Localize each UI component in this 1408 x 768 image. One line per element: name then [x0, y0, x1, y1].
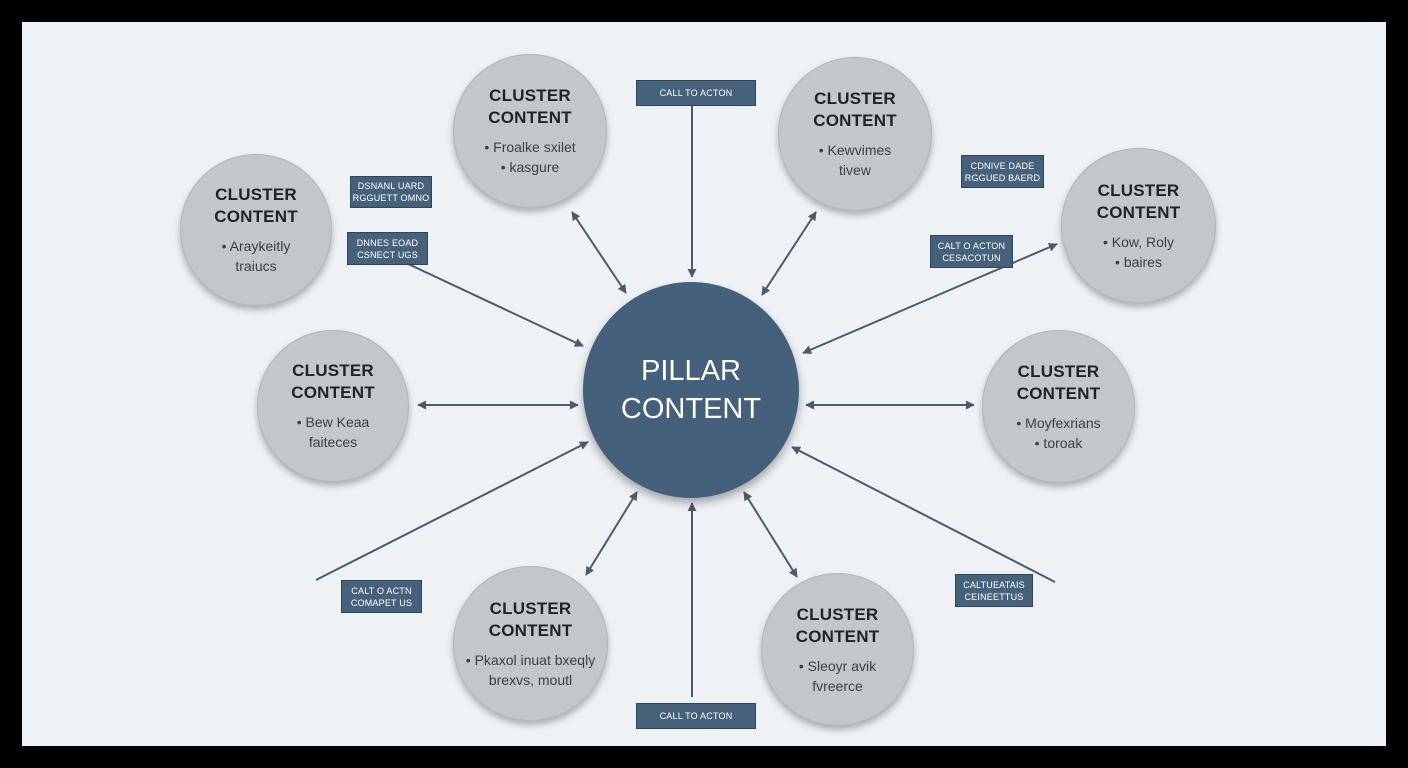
cluster-title: CLUSTER — [215, 185, 297, 204]
cluster-title: CONTENT — [488, 620, 573, 640]
cta-tag-text: CESACOTUN — [942, 252, 1001, 263]
cta-tag-text: CEINEETTUS — [964, 591, 1024, 602]
cta-tag-text: CSNECT UGS — [357, 249, 418, 260]
arrow-upper-right — [802, 243, 1058, 354]
cta-tag-text: CALL TO ACTON — [659, 88, 733, 98]
cluster-node-upper-left: CLUSTER CONTENT • Araykeitly traiucs — [180, 154, 332, 306]
cta-tag-upper-right-2: CALT O ACTON CESACOTUN — [930, 235, 1013, 268]
cta-tag-upper-right-1: CDNIVE DADE RGGUED BAERD — [961, 155, 1044, 188]
cluster-bullet: brexvs, moutl — [488, 671, 573, 688]
cluster-title: CONTENT — [214, 207, 298, 226]
cta-tag-text: CDNIVE DADE — [970, 160, 1035, 171]
cta-tag-lower-left: CALT O ACTN COMAPET US — [341, 580, 422, 613]
cluster-title: CLUSTER — [796, 604, 879, 624]
arrow-upper-left — [403, 261, 584, 347]
cluster-title: CLUSTER — [1017, 361, 1100, 381]
cta-tag-text: DSNANL UARD — [357, 181, 425, 191]
cluster-bullet: • kasgure — [500, 159, 560, 175]
cluster-bullet: • toroak — [1034, 434, 1083, 451]
cluster-title: CONTENT — [1016, 383, 1101, 403]
cluster-title: CLUSTER — [292, 361, 374, 380]
cluster-title: CLUSTER — [814, 89, 896, 108]
pillar-content-node: PILLAR CONTENT — [583, 282, 799, 498]
cta-tag-text: CALT O ACTON — [937, 240, 1006, 251]
cluster-title: CONTENT — [813, 111, 897, 130]
arrow-bottom-right — [743, 491, 798, 578]
cluster-title: CLUSTER — [489, 598, 572, 618]
cluster-bullet: fvreerce — [812, 677, 863, 694]
cta-tag-top: CALL TO ACTON — [636, 80, 756, 106]
cluster-bullet: • Kewvimes — [818, 142, 892, 158]
cluster-bullet: • Pkaxol inuat bxeqly — [465, 651, 596, 668]
arrow-lower-right — [791, 446, 1056, 583]
cta-tag-lower-right: CALTUEATAIS CEINEETTUS — [955, 574, 1033, 607]
arrow-bottom-left — [585, 491, 638, 576]
cluster-title: CLUSTER — [489, 86, 571, 105]
cluster-bullet: • Moyfexrians — [1016, 414, 1101, 431]
cluster-node-top-right: CLUSTER CONTENT • Kewvimes tivew — [778, 57, 932, 211]
cluster-bullet: • Kow, Roly — [1102, 233, 1175, 250]
cluster-bullet: • Bew Keaa — [296, 414, 370, 430]
cta-tag-upper-left-2: DNNES EOAD CSNECT UGS — [347, 232, 428, 265]
cluster-node-top-left: CLUSTER CONTENT • Froalke sxilet • kasgure — [453, 54, 607, 208]
cta-tag-upper-left-1: DSNANL UARD RGGUETT OMNO — [350, 176, 432, 208]
cluster-title: CONTENT — [1096, 202, 1181, 222]
cta-tag-text: CALT O ACTN — [351, 585, 412, 596]
pillar-title-line1: PILLAR — [641, 355, 741, 387]
cluster-title: CLUSTER — [1097, 180, 1180, 200]
cluster-bullet: • Sleoyr avik — [798, 657, 877, 674]
cluster-bullet: • Araykeitly — [221, 238, 291, 254]
cta-tag-text: CALL TO ACTON — [659, 711, 733, 721]
cluster-title: CONTENT — [291, 383, 375, 402]
cta-tag-text: COMAPET US — [350, 597, 413, 608]
cluster-bullet: • Froalke sxilet — [484, 139, 576, 155]
pillar-title-line2: CONTENT — [620, 393, 762, 425]
cluster-bullet: • baires — [1115, 253, 1162, 270]
cta-tag-text: RGGUED BAERD — [964, 172, 1041, 183]
cluster-bullet: faiteces — [308, 434, 358, 450]
arrow-top-left — [571, 211, 627, 294]
cluster-title: CONTENT — [488, 108, 572, 127]
cluster-node-middle-left: CLUSTER CONTENT • Bew Keaa faiteces — [257, 330, 409, 482]
cta-tag-text: DNNES EOAD — [356, 237, 419, 248]
cluster-bullet: traiucs — [235, 258, 277, 274]
cta-tag-bottom: CALL TO ACTON — [636, 703, 756, 729]
arrow-top-right — [761, 211, 817, 296]
cta-tag-text: RGGUETT OMNO — [352, 193, 430, 203]
cta-tag-text: CALTUEATAIS — [963, 579, 1025, 590]
cluster-title: CONTENT — [795, 626, 880, 646]
arrow-lower-left — [315, 441, 589, 581]
cluster-bullet: tivew — [839, 162, 871, 178]
